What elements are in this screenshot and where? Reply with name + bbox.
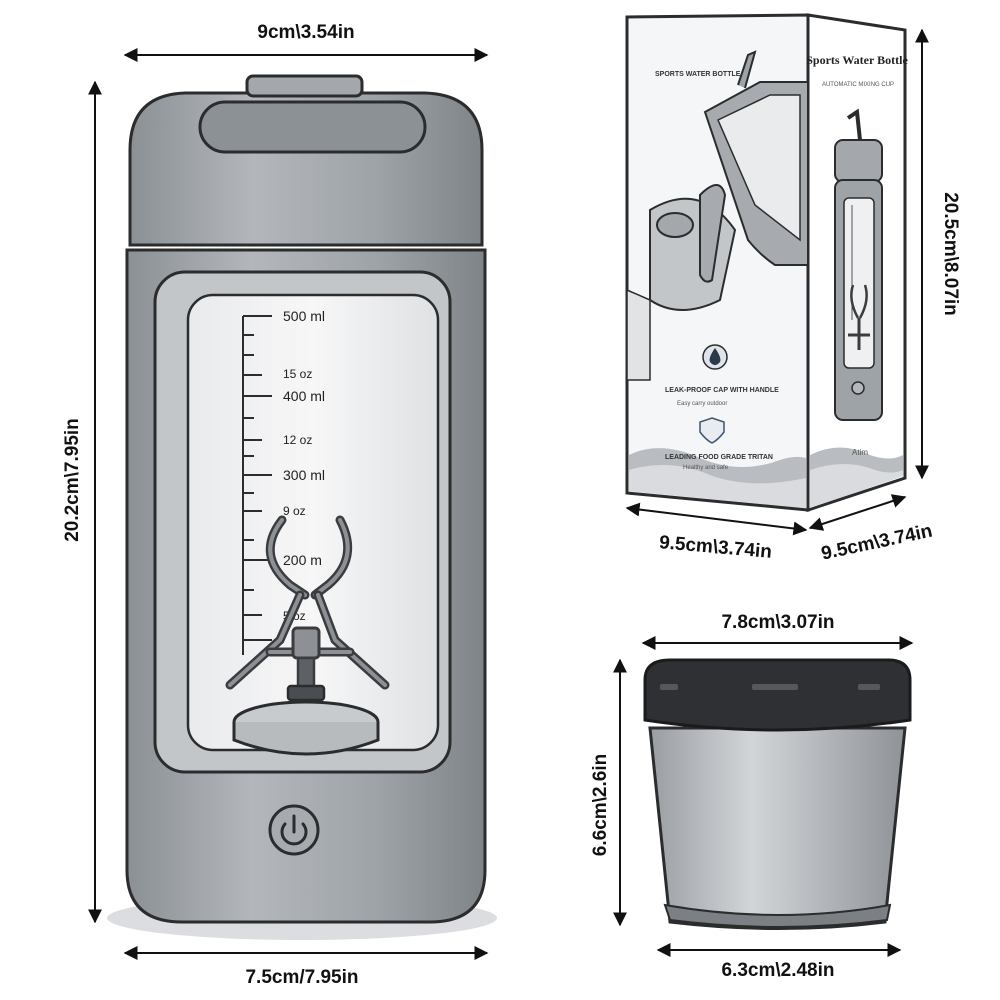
scale-mark-9oz: 9 oz <box>283 504 306 518</box>
scale-mark-15oz: 15 oz <box>283 367 312 381</box>
mixing-cup <box>643 658 912 930</box>
scale-mark-12oz: 12 oz <box>283 433 312 447</box>
box-feature-2: LEADING FOOD GRADE TRITAN <box>665 454 773 461</box>
scale-mark-300ml: 300 ml <box>283 467 325 483</box>
box-bottle-illustration-1 <box>703 50 809 266</box>
box-depth-label: 9.5cm\3.74in <box>819 521 934 565</box>
bottle-width-label: 9cm\3.54in <box>257 22 354 43</box>
cup-top-label: 7.8cm\3.07in <box>721 612 834 633</box>
lid-handle <box>198 100 427 154</box>
power-icon <box>280 814 308 846</box>
bottle-height-label: 20.2cm\7.95in <box>62 418 83 542</box>
box-subtitle: AUTOMATIC MIXING CUP <box>822 82 894 88</box>
box-height-label: 20.5cm\8.07in <box>940 192 961 316</box>
box-bottle-illustration-2 <box>626 184 737 381</box>
packaging-box: SPORTS WATER BOTTLE LEAK-PROOF CAP WITH … <box>625 13 908 513</box>
shield-icon <box>699 417 725 444</box>
cup-lid <box>643 658 912 732</box>
bottle-base-label: 7.5cm/7.95in <box>245 967 358 988</box>
box-width-label: 9.5cm\3.74in <box>658 532 772 563</box>
scale-mark-200m: 200 m <box>283 552 322 568</box>
whisk-hub <box>291 626 321 660</box>
scale-mark-500ml: 500 ml <box>283 308 325 324</box>
box-title: Sports Water Bottle <box>806 53 908 67</box>
scale-mark-400ml: 400 ml <box>283 388 325 404</box>
lid-top-button <box>245 74 364 98</box>
box-depth-arrow <box>808 494 907 531</box>
cup-bottom-label: 6.3cm\2.48in <box>721 960 834 981</box>
bottle: 500 ml 15 oz 400 ml 12 oz 300 ml 9 oz 20… <box>107 74 497 940</box>
box-feature-2-sub: Healthy and safe <box>683 465 729 471</box>
cup-height-label: 6.6cm\2.6in <box>590 754 611 856</box>
whisk-shaft <box>296 656 316 690</box>
scale-ticks <box>243 315 272 641</box>
box-feature-1: LEAK-PROOF CAP WITH HANDLE <box>665 387 779 394</box>
box-feature-1-sub: Easy carry outdoor <box>677 401 727 407</box>
box-side-label: SPORTS WATER BOTTLE <box>655 71 741 78</box>
box-brand: Atim <box>852 448 868 457</box>
box-width-arrow <box>625 502 808 536</box>
cup-body <box>648 726 907 930</box>
box-side-bottle <box>834 108 883 421</box>
